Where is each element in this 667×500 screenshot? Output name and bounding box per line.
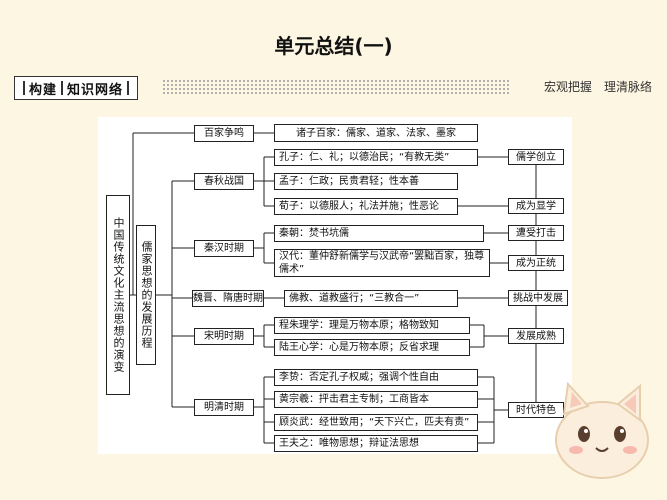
detail-chengzhu: 程朱理学：理是万物本原；格物致知 bbox=[274, 317, 470, 334]
concept-map: 中国传统文化主流思想的演变 儒家思想的发展历程 百家争鸣 春秋战国 秦汉时期 魏… bbox=[98, 117, 572, 454]
detail-huang: 黄宗羲：抨击君主专制；工商皆本 bbox=[274, 391, 478, 408]
page-title: 单元总结(一) bbox=[274, 34, 393, 58]
outcome-tiaozhan: 挑战中发展 bbox=[508, 290, 568, 306]
outcome-zhengtong: 成为正统 bbox=[508, 255, 564, 271]
detail-fodao: 佛教、道教盛行；“三教合一” bbox=[284, 290, 458, 307]
branch-node: 儒家思想的发展历程 bbox=[136, 225, 156, 365]
section-label: 构建 知识网络 bbox=[14, 76, 139, 100]
outcome-tese: 时代特色 bbox=[508, 402, 564, 418]
period-baijia: 百家争鸣 bbox=[194, 125, 254, 142]
detail-zhuzi: 诸子百家：儒家、道家、法家、墨家 bbox=[274, 124, 478, 142]
detail-gu: 顾炎武：经世致用；“天下兴亡，匹夫有责” bbox=[274, 414, 478, 431]
outcome-zhongchuang: 遭受打击 bbox=[508, 225, 564, 241]
detail-lizhi: 李贽：否定孔子权威；强调个性自由 bbox=[274, 369, 478, 386]
section-header: 构建 知识网络 宏观把握 理清脉络 bbox=[14, 76, 652, 100]
cat-icon bbox=[555, 381, 649, 479]
period-weijin: 魏晋、隋唐时期 bbox=[192, 290, 264, 307]
detail-xunzi: 荀子：以德服人；礼法并施；性恶论 bbox=[274, 198, 458, 215]
section-subtitle: 宏观把握 理清脉络 bbox=[543, 80, 652, 94]
outcome-xianxue: 成为显学 bbox=[508, 198, 564, 214]
period-songming: 宋明时期 bbox=[194, 328, 254, 345]
detail-wang: 王夫之：唯物思想；辩证法思想 bbox=[274, 435, 478, 452]
outcome-chuangli: 儒学创立 bbox=[508, 149, 564, 165]
period-chunqiu: 春秋战国 bbox=[194, 173, 254, 190]
section-label-b: 知识网络 bbox=[67, 82, 124, 98]
detail-mengzi: 孟子：仁政；民贵君轻；性本善 bbox=[274, 173, 458, 190]
connector-lines bbox=[130, 132, 540, 444]
root-node: 中国传统文化主流思想的演变 bbox=[106, 195, 130, 395]
detail-qinchao: 秦朝：焚书坑儒 bbox=[274, 225, 484, 242]
detail-handai: 汉代：董仲舒新儒学与汉武帝“罢黜百家，独尊儒术” bbox=[274, 249, 490, 277]
period-qinhan: 秦汉时期 bbox=[194, 240, 254, 257]
dotted-divider bbox=[162, 79, 510, 95]
detail-luwang: 陆王心学：心是万物本原；反省求理 bbox=[274, 339, 470, 356]
period-mingqing: 明清时期 bbox=[194, 399, 254, 416]
detail-kongzi: 孔子：仁、礼；以德治民；“有教无类” bbox=[274, 149, 478, 166]
outcome-chengshu: 发展成熟 bbox=[508, 328, 564, 344]
section-label-a: 构建 bbox=[29, 82, 58, 98]
